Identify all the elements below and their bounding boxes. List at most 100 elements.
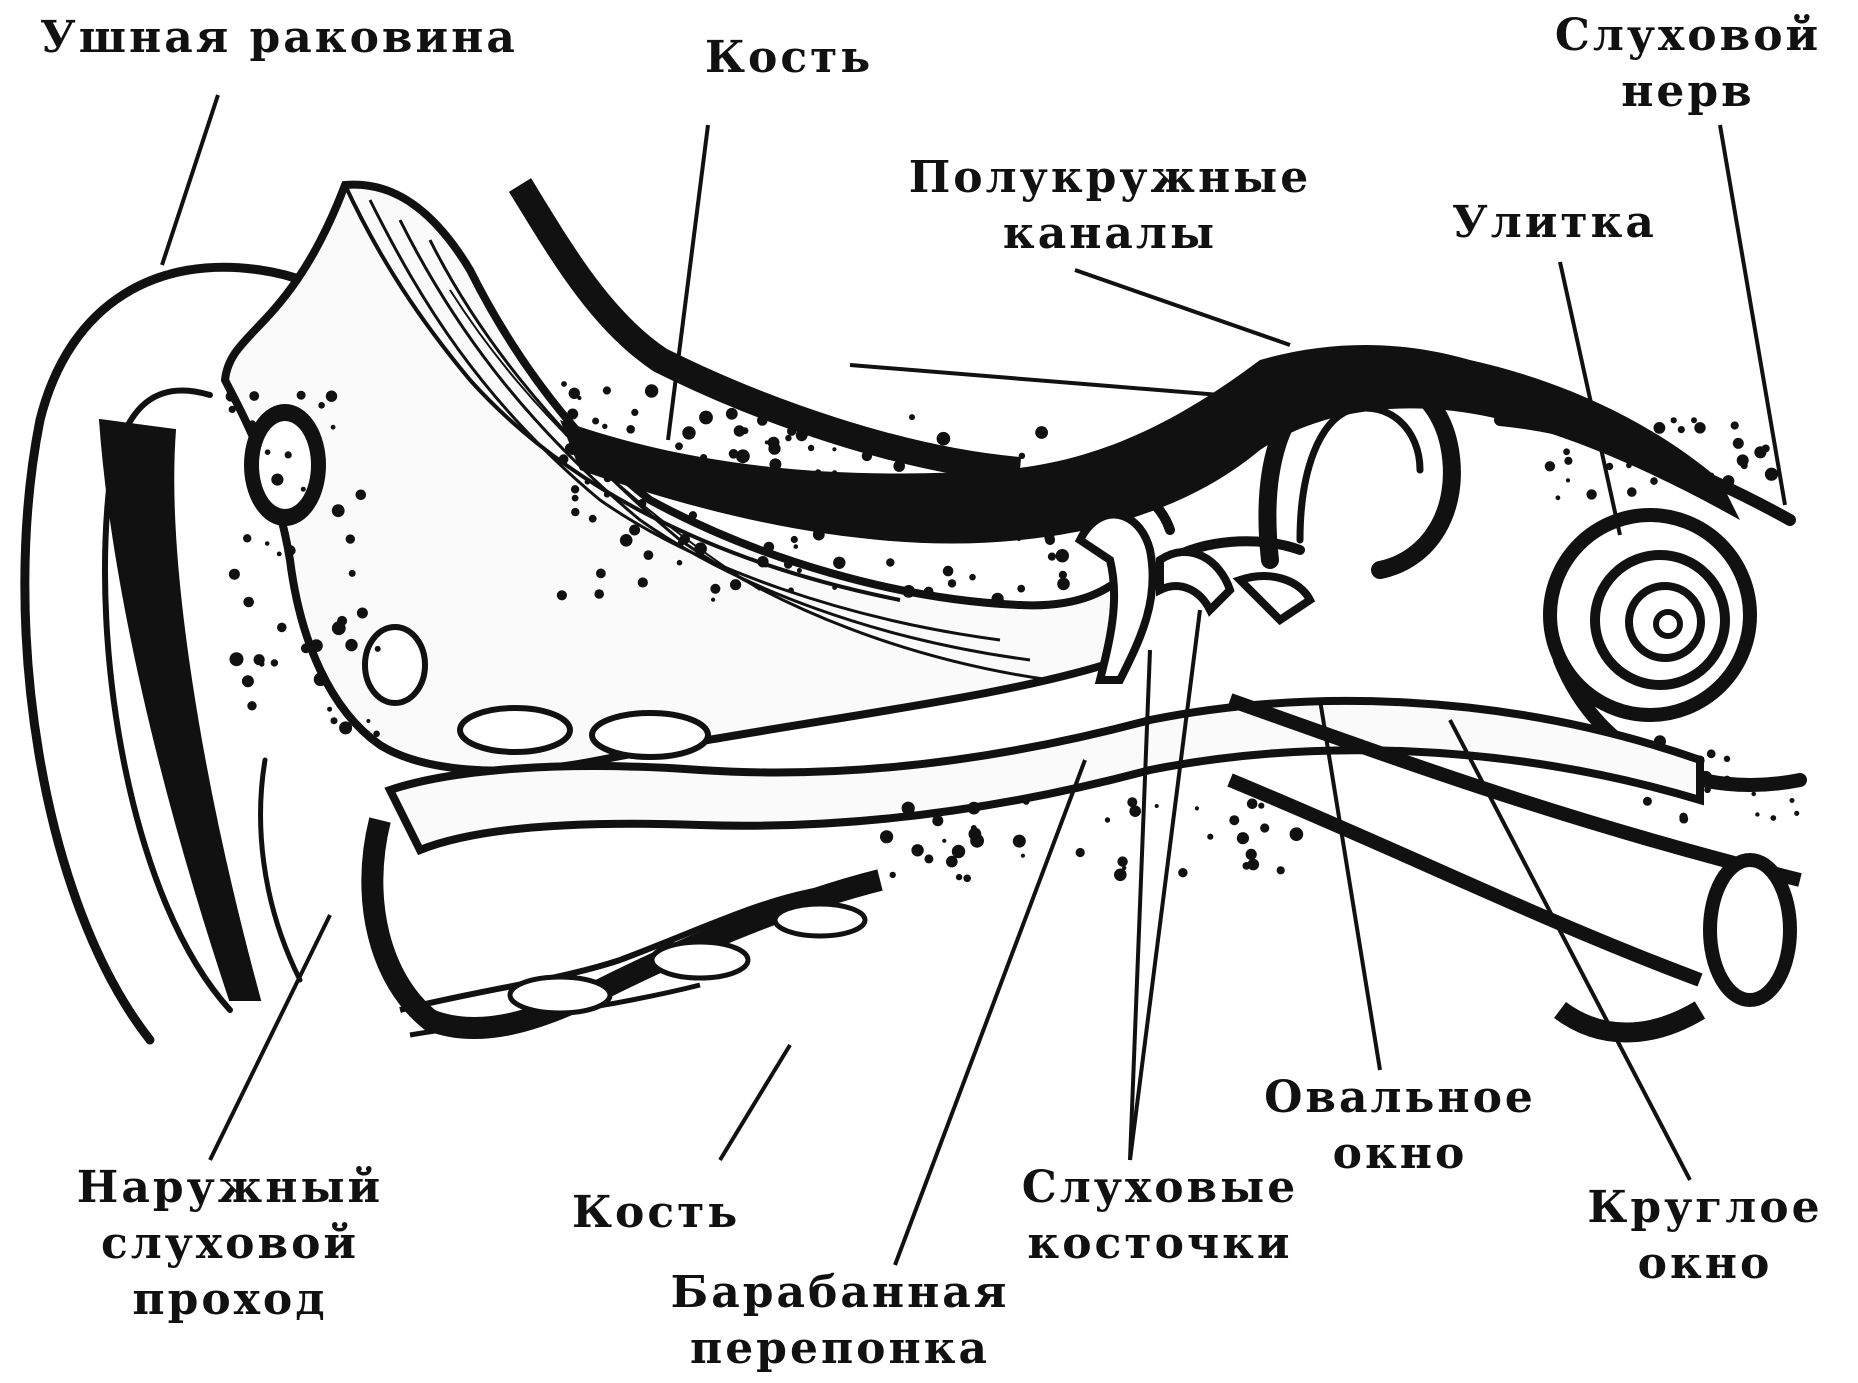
bone-dot [229,569,240,580]
bone-dot [797,568,802,573]
bone-dot [645,384,658,397]
bone-dot [1207,834,1213,840]
bone-dot [1057,578,1070,591]
bone-dot [796,429,808,441]
bone-dot [567,409,578,420]
bone-dot [569,388,580,399]
bone-dot [1563,448,1570,455]
bone-dot [603,386,611,394]
bone-dot [880,830,893,843]
bone-dot [349,570,356,577]
bone-dot [629,525,640,536]
bone-dot [1626,462,1632,468]
bone-dot [893,460,905,472]
bone-dot [277,623,287,633]
bone-dot [924,854,933,863]
bone-dot [764,542,775,553]
bone-dot [736,449,750,463]
bone-dot [1557,428,1564,435]
bone-dot [937,432,951,446]
bone-dot [1035,426,1048,439]
bone-dot [366,719,370,723]
bone-dot [247,701,256,710]
bone-dot [787,427,796,436]
bone-dot [557,590,567,600]
bone-dot [1114,869,1127,882]
bone-dot [301,487,306,492]
bone-dot [561,381,567,387]
bone-dot [1059,571,1067,579]
bone-dot [675,442,683,450]
bone-dot [1019,453,1025,459]
bone-dot [602,424,607,429]
bone-dot [277,552,282,557]
bone-dot [356,490,367,501]
bone-dot [791,536,798,543]
bone-dot [991,593,1003,605]
cavity-edge [560,345,1740,544]
bone-dot [357,608,368,619]
bone-dot [1724,756,1730,762]
bone-dot [1722,475,1734,487]
bone-dot [331,717,338,724]
label-round-window: Круглое окно [1560,1180,1850,1292]
bone-dot [911,844,923,856]
bone-dot [285,545,295,555]
bone-dot [694,542,707,555]
bone-dot [680,534,690,544]
bone-dot [271,474,283,486]
bone-dot [765,440,769,444]
bone-dot [1013,835,1026,848]
bone-dot [346,534,355,543]
bone-dot [1117,856,1127,866]
bone-dot [1770,815,1776,821]
bone-dot [327,707,332,712]
bone-dot [1643,797,1652,806]
bone-dot [1178,868,1187,877]
bone-dot [644,550,654,560]
bone-dot [1277,866,1285,874]
bone-dot [811,426,821,436]
bone-dot [1056,549,1069,562]
bone-dot [326,391,337,402]
bone-dot [559,454,569,464]
bone-dot [794,544,799,549]
bone-dot [832,585,837,590]
bone-dot [1691,417,1697,423]
bone-dot [638,499,647,508]
bone-dot [1155,804,1159,808]
bone-dot [332,504,345,517]
bone-dot [1688,487,1694,493]
bone-dot [631,409,638,416]
bone-dot [784,560,793,569]
bone-dot [808,445,814,451]
bone-dot [943,566,954,577]
bone-dot [902,585,915,598]
bone-dot [265,449,271,455]
bone-dot [1290,827,1304,841]
bone-dot [1246,849,1257,860]
bone-dot [1650,477,1658,485]
bone-dot [768,443,780,455]
label-cochlea: Улитка [1452,195,1657,251]
bone-dot [297,391,306,400]
bone-dot [689,511,697,519]
bone-dot [604,491,610,497]
bone-dot [1654,422,1666,434]
bone-dot [726,408,738,420]
bone-dot [886,558,894,566]
bone-dot [1681,471,1693,483]
bone-dot [1671,417,1677,423]
bone-dot [592,418,599,425]
bone-dot [339,721,352,734]
bone-dot [265,541,270,546]
bone-dot [1122,866,1126,870]
bone-dot [310,639,323,652]
bone-dot [1076,848,1085,857]
label-semicircular-canals: Полукружные каналы [890,150,1330,262]
bone-dot [375,646,381,652]
bone-dot [589,515,597,523]
bone-dot [331,425,336,430]
bone-dot [969,574,976,581]
